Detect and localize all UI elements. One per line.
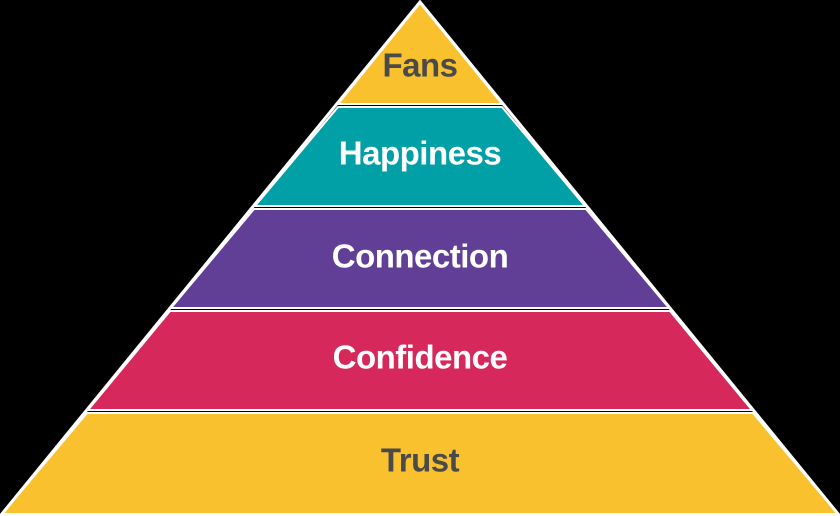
- tier-connection-label: Connection: [332, 238, 508, 275]
- tier-connection: Connection: [168, 208, 672, 309]
- tier-confidence-label: Confidence: [333, 339, 508, 376]
- tier-trust: Trust: [0, 412, 840, 515]
- tier-confidence: Confidence: [85, 310, 755, 411]
- tier-happiness-label: Happiness: [339, 135, 501, 172]
- tier-fans-label: Fans: [382, 47, 457, 84]
- tier-trust-label: Trust: [381, 442, 460, 479]
